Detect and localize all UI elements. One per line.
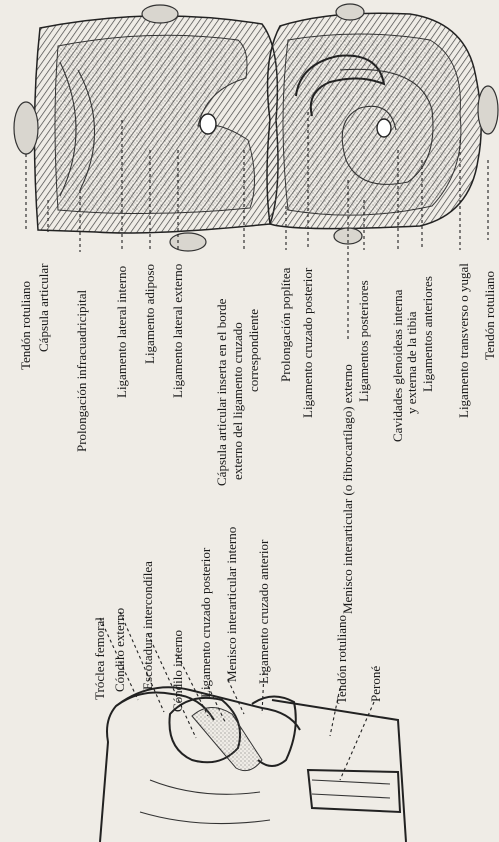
label-ligamentos-anteriores: Ligamentos anteriores (420, 276, 435, 392)
label-ligamento-lateral-externo: Ligamento lateral externo (170, 264, 185, 398)
label-condilo-interno: Cóndilo interno (170, 630, 185, 712)
label-condilo-externo: Cóndilo externo (112, 608, 127, 692)
label-menisco-externo: Menisco interarticular (o fibrocartílago… (340, 364, 355, 614)
label-ligamento-lateral-interno: Ligamento lateral interno (114, 266, 129, 398)
transverse-ligament-pad (478, 86, 498, 134)
label-perone: Peroné (368, 666, 383, 702)
label-ligamento-cruzado-posterior-top: Ligamento cruzado posterior (300, 267, 315, 418)
tibial-cavity (283, 34, 461, 215)
label-ligamento-transverso: Ligamento transverso o yugal (456, 263, 471, 418)
patellar-tendon-pad-top (14, 102, 38, 154)
label-troclea-femoral: Tróclea femoral (92, 617, 107, 700)
knee-transverse-section (14, 4, 498, 251)
label-capsula-inserta-1: Cápsula articular inserta en el borde (214, 298, 229, 486)
lateral-pad-bottom (170, 233, 206, 251)
label-capsula-inserta-3: correspondiente (246, 309, 261, 392)
label-ligamento-adiposo: Ligamento adiposo (142, 264, 157, 364)
label-escotadura-intercondilea: Escotadura intercondílea (140, 561, 155, 690)
patellar-tendon (312, 780, 390, 798)
knee-frontal-view (100, 687, 406, 842)
label-capsula-articular: Cápsula articular (36, 263, 51, 352)
lateral-pad-top (142, 5, 178, 23)
label-prolongacion-infracuadricipital: Prolongación infracuadricipital (74, 290, 89, 452)
label-ligamento-cruzado-anterior: Ligamento cruzado anterior (256, 539, 271, 684)
label-cavidades-glenoideas-2: y externa de la tibia (404, 311, 419, 414)
label-tendon-rotuliano-bottom: Tendón rotuliano (334, 615, 349, 704)
fibula-outline (308, 770, 400, 812)
cruciate-ligament-section-2 (377, 119, 391, 137)
label-tendon-rotuliano-2: Tendón rotuliano (482, 271, 497, 360)
label-prolongacion-poplitea: Prolongación poplítea (278, 267, 293, 382)
lower-shading (140, 780, 270, 824)
cruciate-ligament-section-1 (200, 114, 216, 134)
label-menisco-interarticular-interno: Menisco interarticular interno (224, 527, 239, 682)
lateral-pad-right-top (336, 4, 364, 20)
label-ligamentos-posteriores: Ligamentos posteriores (356, 280, 371, 402)
label-cavidades-glenoideas-1: Cavidades glenoideas interna (390, 289, 405, 442)
label-tendon-rotuliano-1: Tendón rotuliano (18, 281, 33, 370)
label-capsula-inserta-2: externo del ligamento cruzado (230, 322, 245, 480)
label-ligamento-cruzado-posterior: Ligamento cruzado posterior (198, 547, 213, 698)
